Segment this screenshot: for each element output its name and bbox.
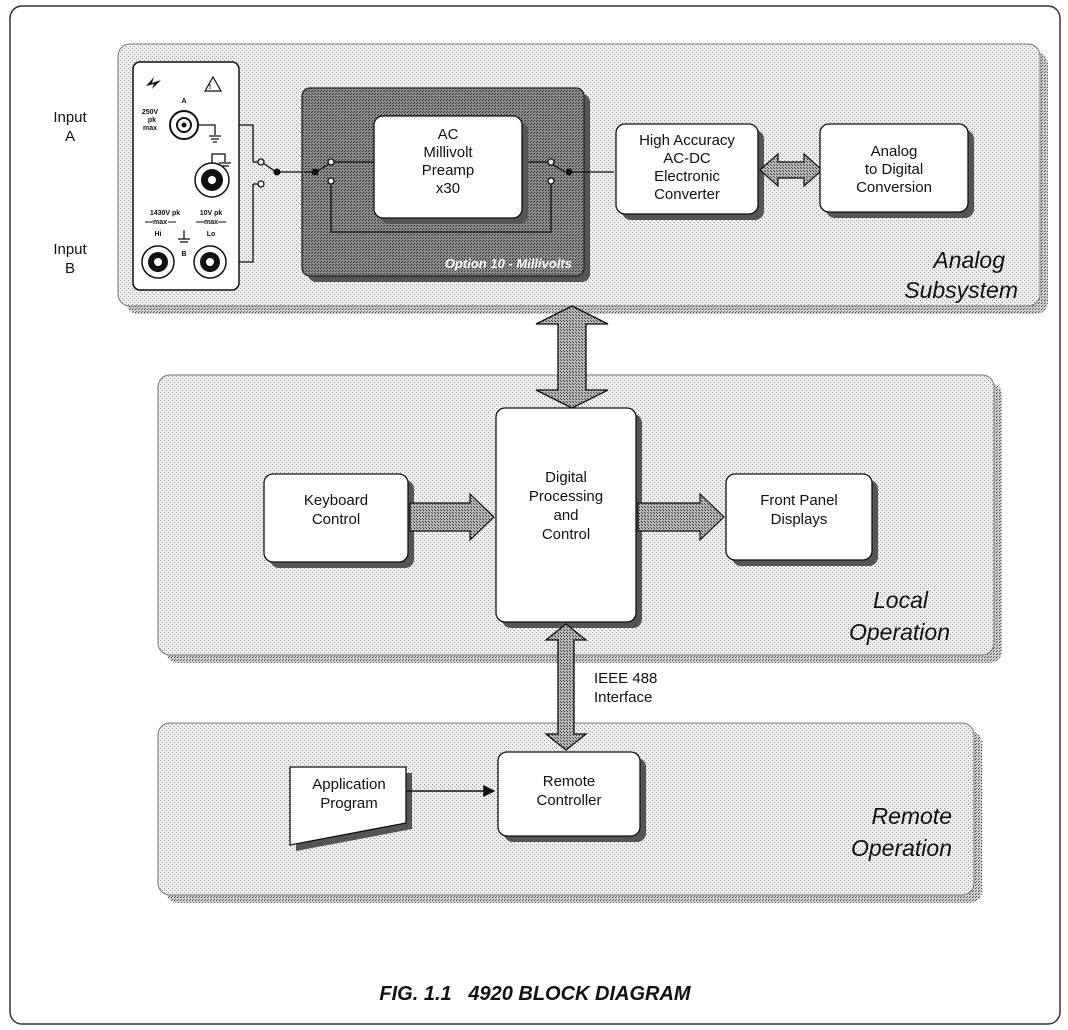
- processing-displays-arrow: [637, 492, 725, 542]
- panel-rating-lo: 10V pk: [200, 210, 223, 217]
- keyboard-processing-arrow: [409, 492, 495, 542]
- panel-label-b: B: [181, 251, 186, 258]
- processing-label-line3: and: [553, 507, 578, 524]
- keyboard-label-line1: Keyboard: [304, 492, 368, 509]
- adc-label-line1: Analog: [871, 143, 918, 160]
- displays-label-line2: Displays: [771, 511, 828, 528]
- ground-icon: [211, 153, 231, 167]
- preamp-label-line1: AC: [438, 126, 459, 143]
- digital-processing-block: Digital Processing and Control: [495, 407, 642, 628]
- ieee-488-label-line1: IEEE 488: [594, 670, 657, 687]
- displays-label-line1: Front Panel: [760, 492, 838, 509]
- adc-label-line2: to Digital: [865, 161, 923, 178]
- application-label-line2: Program: [320, 795, 378, 812]
- preamp-label-line3: Preamp: [422, 162, 475, 179]
- adc-label-line3: Conversion: [856, 179, 932, 196]
- panel-rating-a-line2: pk: [148, 117, 156, 124]
- converter-label-line2: AC-DC: [663, 150, 711, 167]
- input-a-label-line2: A: [65, 128, 75, 145]
- remote-operation-label-line2: Operation: [851, 835, 952, 861]
- panel-label-lo: Lo: [207, 231, 216, 238]
- panel-max-hi: max: [153, 219, 167, 226]
- application-program-block: Application Program: [289, 766, 412, 851]
- figure-caption: FIG. 1.1 4920 BLOCK DIAGRAM: [379, 983, 692, 1005]
- front-panel-displays-block: Front Panel Displays: [725, 473, 878, 566]
- converter-label-line1: High Accuracy: [639, 132, 735, 149]
- processing-label-line4: Control: [542, 526, 590, 543]
- keyboard-control-block: Keyboard Control: [263, 473, 414, 568]
- high-voltage-icon: [146, 77, 161, 89]
- keyboard-label-line2: Control: [312, 511, 360, 528]
- panel-max-lo: max: [204, 219, 218, 226]
- local-operation-label-line2: Operation: [849, 619, 950, 645]
- panel-rating-a-line3: max: [143, 125, 157, 132]
- panel-rating-hi: 1430V pk: [150, 210, 180, 217]
- processing-label-line1: Digital: [545, 469, 587, 486]
- ieee-488-label-line2: Interface: [594, 689, 652, 706]
- panel-rating-a-line1: 250V: [142, 109, 159, 116]
- remote-label-line1: Remote: [543, 773, 596, 790]
- remote-label-line2: Controller: [536, 792, 601, 809]
- preamp-block: AC Millivolt Preamp x30: [373, 115, 528, 224]
- input-selector-switch: [239, 124, 304, 263]
- analog-subsystem-label-line1: Analog: [931, 247, 1005, 273]
- analog-subsystem-label-line2: Subsystem: [904, 277, 1018, 303]
- input-panel: ! A 250V pk max 1430V pk 10V pk max max …: [132, 61, 240, 291]
- remote-operation-label-line1: Remote: [871, 803, 952, 829]
- panel-label-a: A: [181, 98, 186, 105]
- svg-text:!: !: [209, 84, 211, 91]
- converter-label-line3: Electronic: [654, 168, 720, 185]
- preamp-label-line2: Millivolt: [423, 144, 473, 161]
- panel-label-hi: Hi: [155, 231, 162, 238]
- processing-label-line2: Processing: [529, 488, 603, 505]
- ground-icon: [198, 124, 221, 143]
- converter-label-line4: Converter: [654, 186, 720, 203]
- local-operation-label-line1: Local: [873, 587, 929, 613]
- remote-controller-block: Remote Controller: [497, 751, 646, 842]
- ac-dc-converter-block: High Accuracy AC-DC Electronic Converter: [615, 123, 764, 220]
- application-label-line1: Application: [312, 776, 385, 793]
- preamp-label-line4: x30: [436, 180, 460, 197]
- input-a-label-line1: Input: [53, 109, 87, 126]
- ieee-488-bus-arrow: [544, 623, 588, 751]
- warning-icon: [203, 75, 223, 92]
- option-10-label: Option 10 - Millivolts: [445, 256, 572, 271]
- adc-block: Analog to Digital Conversion: [819, 123, 974, 218]
- input-b-label-line1: Input: [53, 241, 87, 258]
- input-b-label-line2: B: [65, 260, 75, 277]
- ground-icon: [178, 230, 190, 243]
